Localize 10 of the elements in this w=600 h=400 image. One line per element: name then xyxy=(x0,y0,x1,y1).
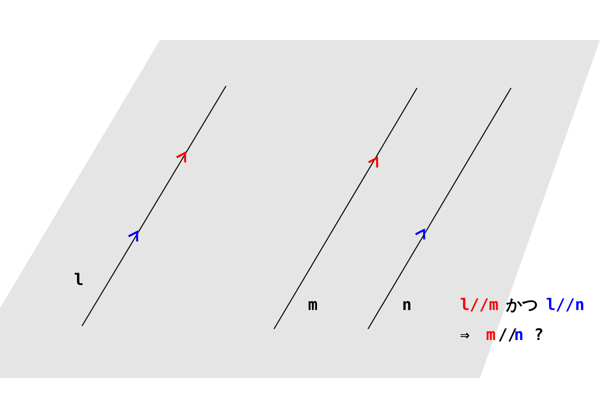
label-text: n xyxy=(402,297,412,313)
label-text: かつ xyxy=(506,297,538,313)
label-text: m xyxy=(308,297,318,313)
label-text: l xyxy=(74,272,84,288)
label-text: // xyxy=(498,327,518,343)
label-text: m xyxy=(486,327,496,343)
label-text: ⇒ xyxy=(460,327,470,343)
label-text: ? xyxy=(534,327,544,343)
label-text: l//m xyxy=(460,297,499,313)
label-text: l//n xyxy=(546,297,585,313)
